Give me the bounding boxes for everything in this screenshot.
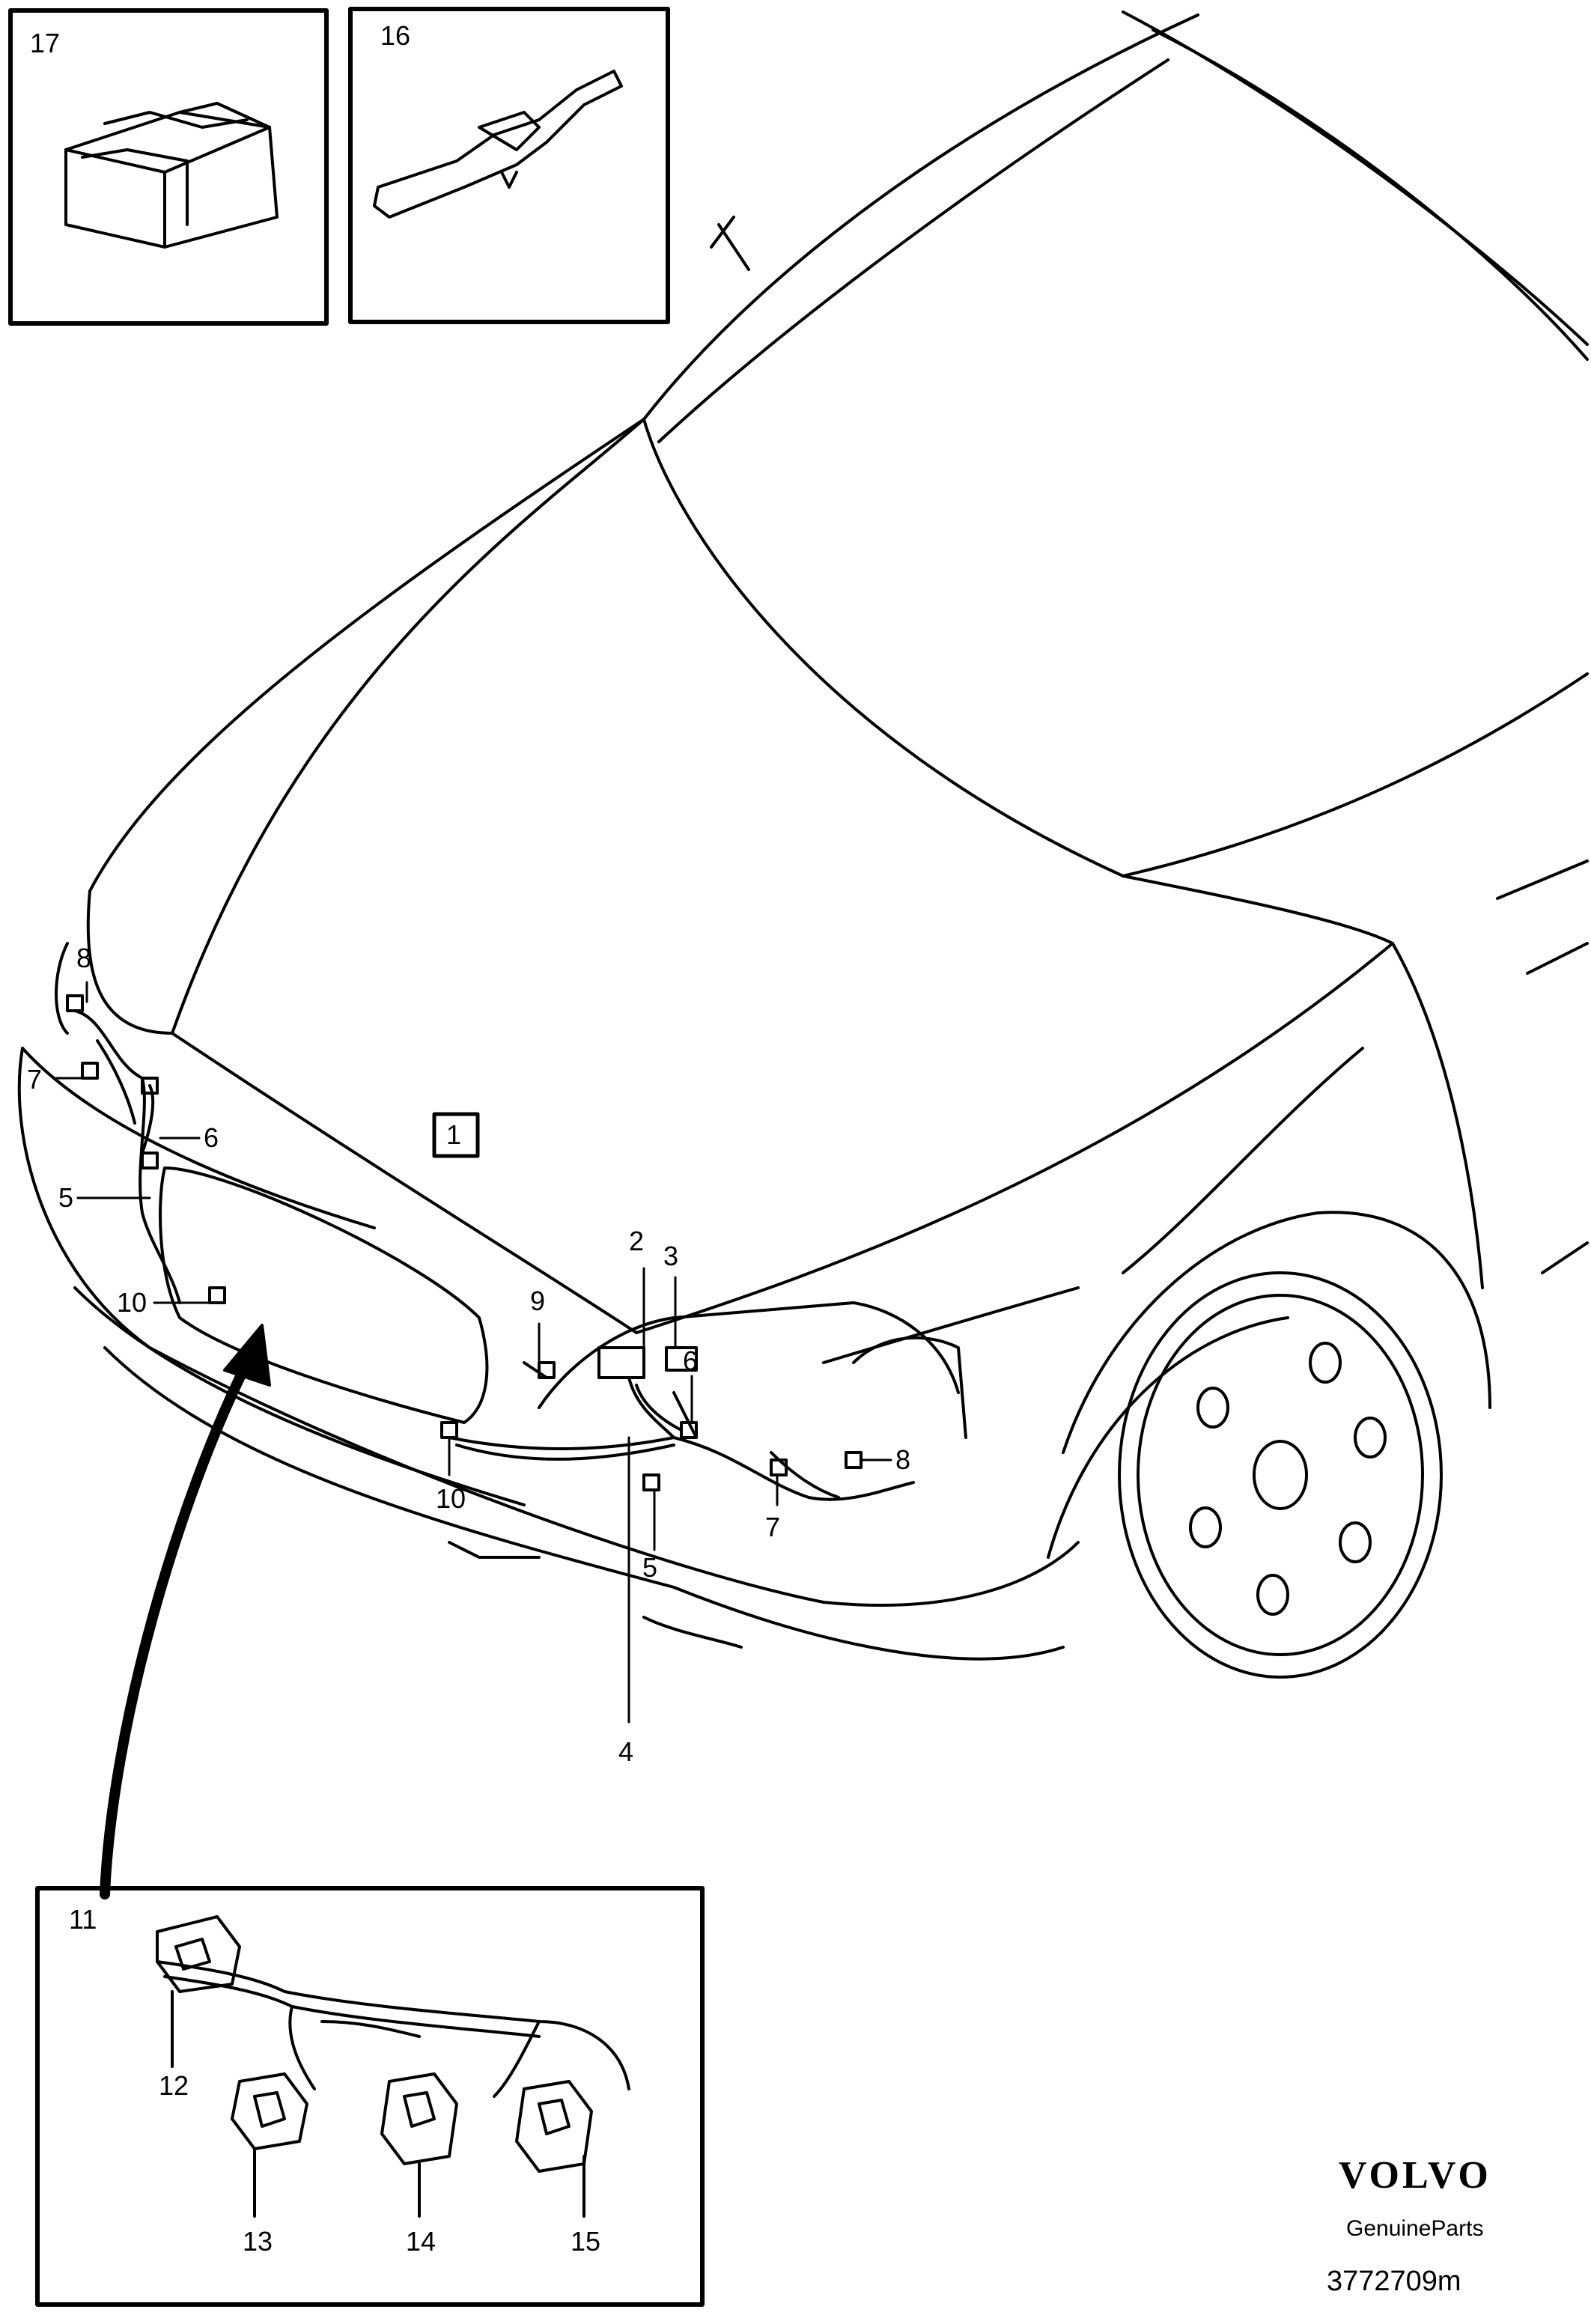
callout-5-left: 5 [58,1182,74,1213]
callout-12: 12 [159,2070,189,2101]
callout-2: 2 [629,1226,645,1256]
callout-4: 4 [618,1736,634,1767]
front-wheel [1118,1271,1443,1679]
callout-8-right: 8 [895,1444,911,1475]
callout-10-right: 10 [436,1483,466,1514]
inset-11-harness [35,1886,705,2307]
callout-17: 17 [30,28,61,58]
callout-15: 15 [571,2226,601,2257]
callout-14: 14 [406,2226,436,2257]
callout-9: 9 [530,1286,546,1316]
leader-lines [54,981,892,1724]
callout-10-left: 10 [117,1287,147,1318]
inset-16-clip [348,7,670,324]
diagram-code: 3772709m [1327,2266,1461,2297]
callout-7-right: 7 [765,1512,781,1542]
callout-6-right: 6 [683,1345,699,1376]
car-body-outline [17,10,1589,1661]
genuine-parts-label: GenuineParts [1346,2216,1484,2241]
callout-13: 13 [243,2226,273,2257]
inset-17-connector [8,8,329,326]
callout-6-left: 6 [204,1122,219,1153]
part-1-box [432,1112,480,1158]
wiring-harness [66,994,915,1501]
callout-16: 16 [380,20,411,51]
callout-8-left: 8 [76,943,92,973]
callout-1: 1 [446,1119,462,1150]
detail-arrow [100,1324,271,1899]
callout-11: 11 [69,1904,97,1935]
callout-3: 3 [663,1241,679,1271]
callout-5-right: 5 [642,1552,658,1583]
volvo-logo: VOLVO [1339,2154,1491,2197]
callout-7-left: 7 [27,1064,43,1095]
